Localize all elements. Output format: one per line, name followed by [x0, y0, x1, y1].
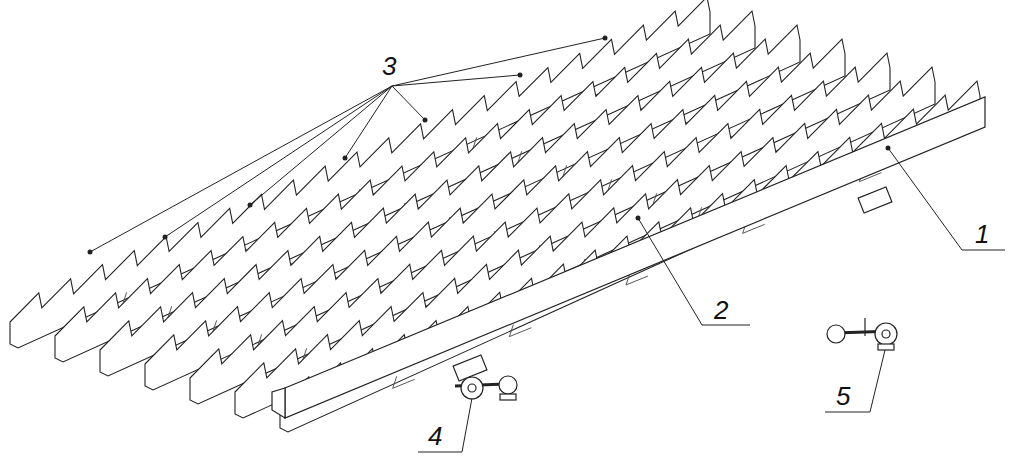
- cup-plate: [509, 325, 531, 337]
- leader-line: [638, 218, 750, 325]
- bearing: [827, 325, 845, 343]
- leader-dot: [518, 73, 523, 78]
- bearing: [875, 323, 897, 345]
- callout-number: 4: [428, 422, 442, 450]
- leader-dot: [163, 235, 168, 240]
- callout-number: 1: [975, 220, 989, 248]
- leader-line: [392, 75, 520, 86]
- leader-line: [250, 86, 392, 205]
- leader-dots: [88, 36, 891, 255]
- cup-plate: [393, 376, 415, 388]
- leader-line: [888, 148, 1005, 250]
- leader-dot: [88, 250, 93, 255]
- bearing-foot: [500, 394, 516, 400]
- bearing: [499, 376, 517, 394]
- beam-end: [272, 388, 285, 418]
- leader-line: [90, 86, 392, 252]
- frame-beam: [272, 97, 985, 418]
- leader-line: [345, 86, 392, 158]
- callout-number: 3: [382, 52, 396, 80]
- bearing-units: [455, 318, 897, 400]
- leader-dot: [248, 203, 253, 208]
- beam-face: [285, 97, 985, 418]
- serrated-dividers: [10, 0, 980, 432]
- leader-line: [392, 38, 605, 86]
- leader-lines: [90, 38, 1005, 452]
- leader-line: [165, 86, 392, 237]
- leader-line: [825, 350, 885, 412]
- leader-dot: [886, 146, 891, 151]
- bearing: [461, 377, 483, 399]
- bearing-hub: [882, 330, 890, 338]
- bearing-hub: [468, 384, 476, 392]
- bearing-foot: [878, 344, 894, 350]
- callout-number: 5: [836, 382, 850, 410]
- callout-number: 2: [714, 296, 728, 324]
- leader-dot: [603, 36, 608, 41]
- leader-dot: [343, 156, 348, 161]
- mount-plate: [858, 187, 892, 213]
- leader-dot: [423, 118, 428, 123]
- leader-line: [418, 398, 472, 452]
- leader-line: [392, 86, 425, 120]
- leader-dot: [636, 216, 641, 221]
